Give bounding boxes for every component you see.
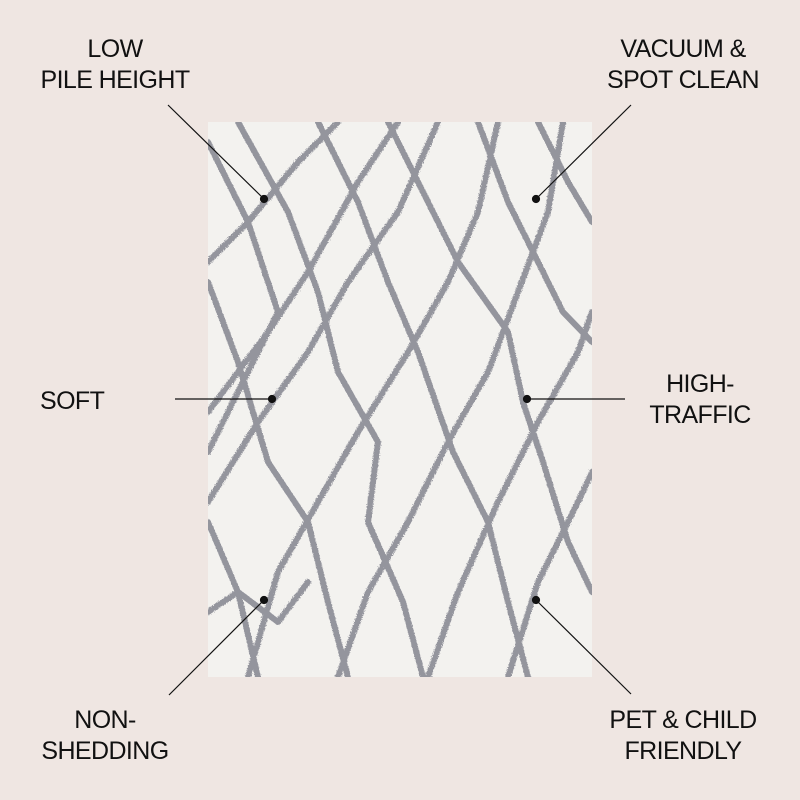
feature-label-line: PILE HEIGHT [40,66,191,94]
feature-label-line: FRIENDLY [624,737,743,765]
feature-label-non-shedding: NON- SHEDDING [20,705,190,767]
feature-label-line: NON- [74,706,136,734]
feature-label-line: TRAFFIC [649,401,751,429]
feature-label-line: VACUUM & [620,35,746,63]
rug-image [208,122,592,677]
feature-label-line: SOFT [40,387,105,415]
feature-label-vacuum-spot-clean: VACUUM & SPOT CLEAN [598,34,768,96]
trellis-pattern [208,122,592,677]
feature-label-line: SPOT CLEAN [607,66,760,94]
feature-label-line: LOW [87,35,143,63]
feature-label-low-pile-height: LOW PILE HEIGHT [30,34,200,96]
feature-label-pet-child-friendly: PET & CHILD FRIENDLY [598,705,768,767]
feature-label-soft: SOFT [25,386,140,417]
feature-label-line: PET & CHILD [609,706,757,734]
feature-label-line: SHEDDING [41,737,169,765]
feature-label-high-traffic: HIGH- TRAFFIC [640,369,760,431]
feature-label-line: HIGH- [666,370,734,398]
